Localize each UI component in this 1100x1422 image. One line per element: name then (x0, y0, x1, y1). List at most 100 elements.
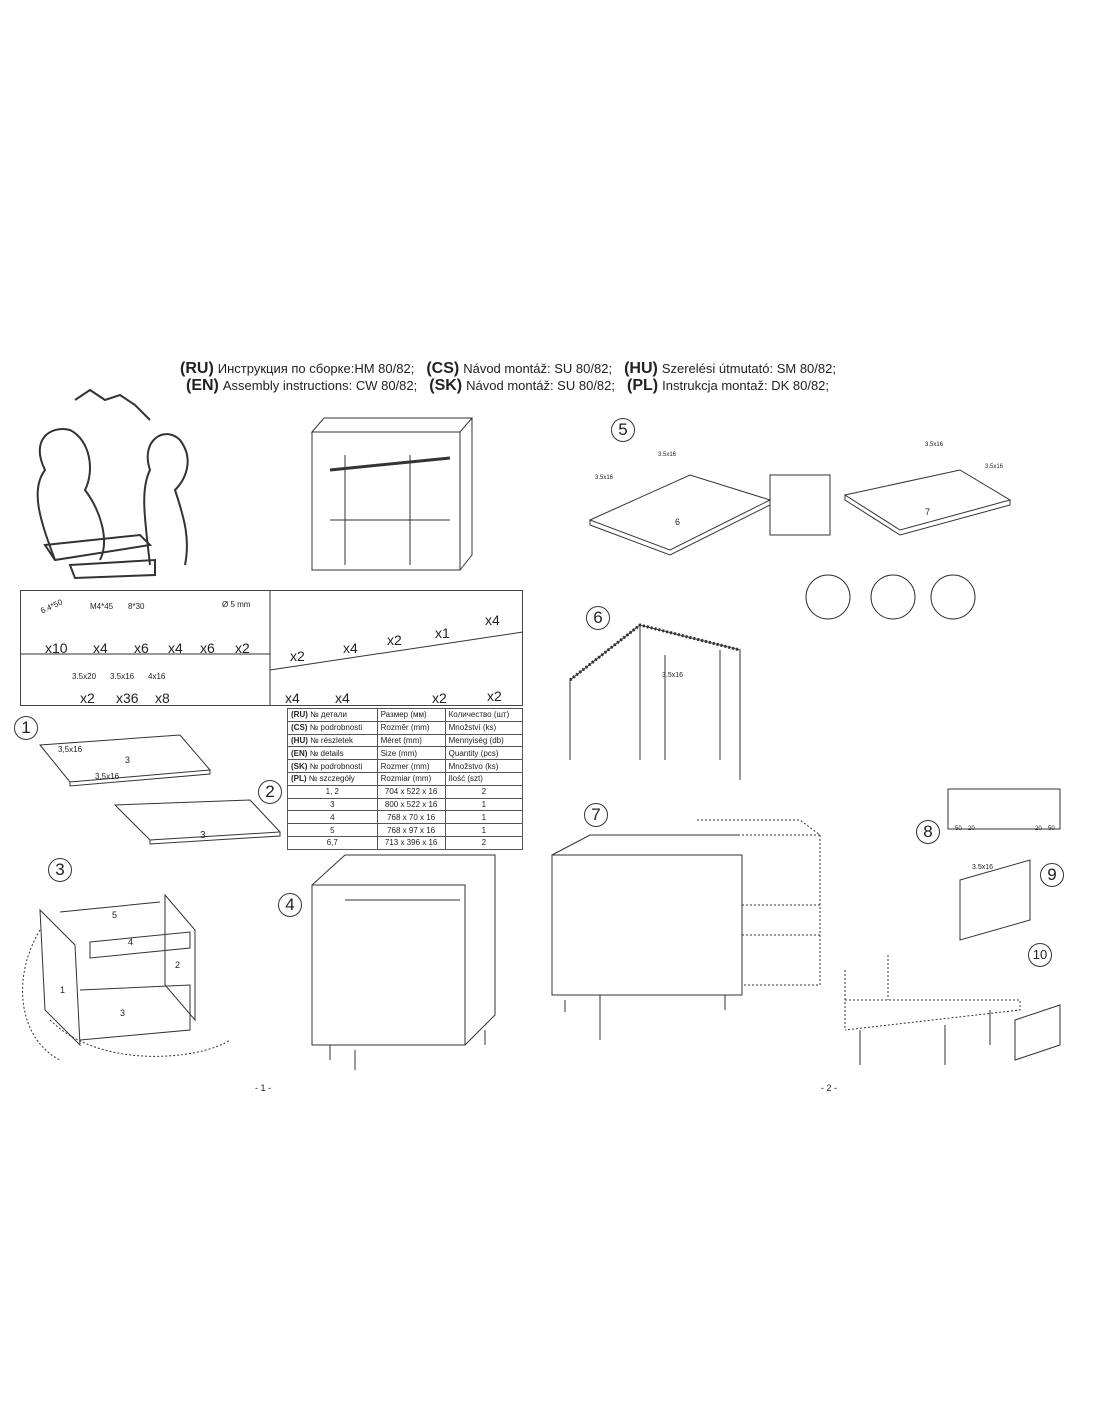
title-text: Návod montáž: SU 80/82; (466, 378, 615, 393)
part-qty: x2 (80, 690, 95, 706)
part-qty: x4 (168, 640, 183, 656)
step-number: 5 (611, 418, 635, 442)
step3-assembly (39, 893, 196, 1047)
step8-panel (947, 788, 1061, 830)
table-cell: 2 (444, 784, 524, 799)
screw-label: 3.5x16 (658, 452, 677, 458)
part-qty: x36 (116, 690, 139, 706)
part-qty: x8 (155, 690, 170, 706)
title-text: Szerelési útmutató: SM 80/82; (661, 361, 836, 376)
part-size: 8*30 (128, 602, 145, 611)
step-number: 1 (14, 716, 38, 740)
people-illustration (36, 388, 189, 580)
part-number-header: (RU) № детали (287, 708, 378, 722)
table-cell: 1 (444, 823, 524, 837)
size-header: Rozmiar (mm) (376, 771, 446, 786)
page-number: - 1 - (255, 1083, 272, 1093)
table-cell: 704 x 522 x 16 (376, 784, 446, 799)
part-number-header: (EN) № details (287, 746, 378, 761)
cabinet-overview (310, 417, 474, 571)
dimension-label: 20 (1035, 826, 1042, 832)
part-qty: x2 (432, 690, 447, 706)
size-header: Méret (mm) (376, 733, 446, 748)
table-cell: 1 (444, 797, 524, 812)
step-number: 7 (584, 803, 608, 827)
title-text: Assembly instructions: CW 80/82; (222, 378, 418, 393)
part-size: M4*45 (90, 602, 114, 611)
size-header: Size (mm) (376, 746, 446, 761)
part-qty: x6 (200, 640, 215, 656)
lang-code: (SK) (429, 377, 463, 394)
lang-code: (PL) (627, 377, 659, 394)
screw-label: 3,5x16 (58, 745, 83, 754)
size-header: Rozměr (mm) (376, 720, 446, 735)
lang-code: (RU) (180, 360, 214, 377)
table-cell: 4 (287, 810, 378, 825)
step-number: 8 (916, 820, 940, 844)
step-number: 10 (1028, 943, 1052, 967)
table-cell: 3 (287, 797, 378, 812)
panel-label: 3 (125, 755, 131, 765)
part-qty: x2 (235, 640, 250, 656)
table-cell: 1, 2 (287, 784, 378, 799)
panel-label: 4 (128, 937, 134, 947)
panel-3-step2 (113, 799, 282, 845)
title-text: Instrukcja montaž: DK 80/82; (662, 378, 830, 393)
part-qty: x4 (485, 612, 500, 628)
step-number: 4 (278, 893, 302, 917)
panel-label: 5 (112, 910, 118, 920)
part-qty: x4 (93, 640, 108, 656)
panel-label: 6 (675, 517, 681, 527)
table-cell: 5 (287, 823, 378, 837)
part-qty: x4 (343, 640, 358, 656)
quantity-header: Quantity (pcs) (444, 746, 524, 761)
screw-label: 3,5x16 (95, 772, 120, 781)
parts-box-lines (20, 590, 524, 706)
part-size: Ø 5 mm (222, 600, 251, 609)
part-qty: x2 (387, 632, 402, 648)
screw-label: 3.5x16 (972, 864, 994, 871)
panel-label: 2 (175, 960, 181, 970)
step-number: 9 (1040, 863, 1064, 887)
step9-panel (959, 859, 1031, 941)
step-number: 2 (258, 780, 282, 804)
parts-list-box (20, 590, 523, 706)
table-cell: 768 x 70 x 16 (376, 810, 446, 825)
table-cell: 2 (444, 835, 524, 850)
screw-label: 3.5x16 (662, 672, 684, 679)
quantity-header: Množstvo (ks) (444, 759, 524, 773)
table-cell: 768 x 97 x 16 (376, 823, 446, 837)
title-text: Инструкция по сборке:HM 80/82; (217, 361, 415, 376)
step-number: 3 (48, 858, 72, 882)
part-qty: x4 (285, 690, 300, 706)
screw-label: 3.5x16 (985, 464, 1004, 470)
step7-cabinet (551, 834, 743, 1040)
part-qty: x2 (487, 688, 502, 704)
part-qty: x6 (134, 640, 149, 656)
part-number-header: (CS) № podrobnosti (287, 720, 378, 735)
part-number-header: (PL) № szczegóły (287, 771, 378, 786)
quantity-header: Количество (шт) (444, 708, 524, 722)
part-qty: x1 (435, 625, 450, 641)
screw-label: 3.5x16 (595, 475, 614, 481)
part-number-header: (HU) № részletek (287, 733, 378, 748)
part-qty: x4 (335, 690, 350, 706)
screw-label: 3.5x16 (925, 442, 944, 448)
table-cell: 713 x 396 x 16 (376, 835, 446, 850)
size-header: Rozmer (mm) (376, 759, 446, 773)
title-text: Návod montáž: SU 80/82; (463, 361, 613, 376)
page-number: - 2 - (821, 1083, 838, 1093)
dimension-label: 50 (955, 826, 962, 832)
quantity-header: Ilość (szt) (444, 771, 524, 786)
panel-label: 1 (60, 985, 66, 995)
